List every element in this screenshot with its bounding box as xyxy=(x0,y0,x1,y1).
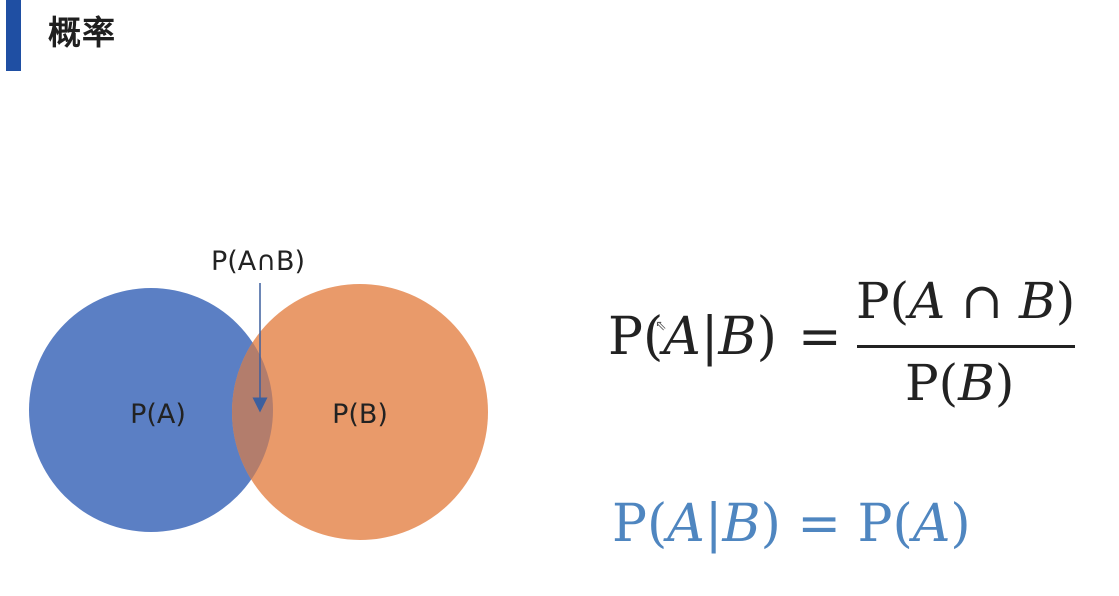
lhs-prefix: P( xyxy=(608,307,664,367)
indep-close-2: ) xyxy=(950,494,971,554)
numerator-intersection-op: ∩ xyxy=(945,272,1019,330)
label-p-a: P(A) xyxy=(130,399,186,430)
slide-title: 概率 xyxy=(48,13,116,52)
mouse-pointer-icon: ⇖ xyxy=(655,318,667,334)
indep-prefix-2: P( xyxy=(857,494,913,554)
fraction-bar xyxy=(857,345,1075,348)
lhs-var-a: A xyxy=(663,307,701,367)
numerator-var-a: A xyxy=(909,272,946,330)
conditional-formula-denominator: P(B) xyxy=(905,354,1014,412)
indep-equals: = xyxy=(780,494,858,554)
indep-var-b: B xyxy=(722,494,761,554)
numerator-var-b: B xyxy=(1018,272,1056,330)
numerator-prefix: P( xyxy=(856,272,910,330)
indep-close-1: ) xyxy=(760,494,781,554)
circle-b xyxy=(232,284,488,540)
label-p-b: P(B) xyxy=(332,399,388,430)
lhs-var-b: B xyxy=(718,307,757,367)
lhs-bar: | xyxy=(700,307,719,367)
indep-bar: | xyxy=(704,494,723,554)
numerator-suffix: ) xyxy=(1055,272,1076,330)
denominator-suffix: ) xyxy=(994,354,1015,412)
title-accent-bar xyxy=(6,0,21,71)
denominator-var-b: B xyxy=(958,354,995,412)
denominator-prefix: P( xyxy=(905,354,959,412)
conditional-formula-lhs: P(A|B) xyxy=(608,307,777,367)
independence-formula: P(A|B) = P(A) xyxy=(612,494,971,554)
conditional-formula-numerator: P(A ∩ B) xyxy=(856,272,1075,330)
conditional-formula-equals: = xyxy=(798,307,842,367)
circle-a xyxy=(29,288,273,532)
intersection-label: P(A∩B) xyxy=(211,246,305,277)
lhs-suffix: ) xyxy=(756,307,777,367)
indep-var-a-2: A xyxy=(912,494,951,554)
indep-var-a-1: A xyxy=(667,494,705,554)
indep-prefix-1: P( xyxy=(612,494,668,554)
